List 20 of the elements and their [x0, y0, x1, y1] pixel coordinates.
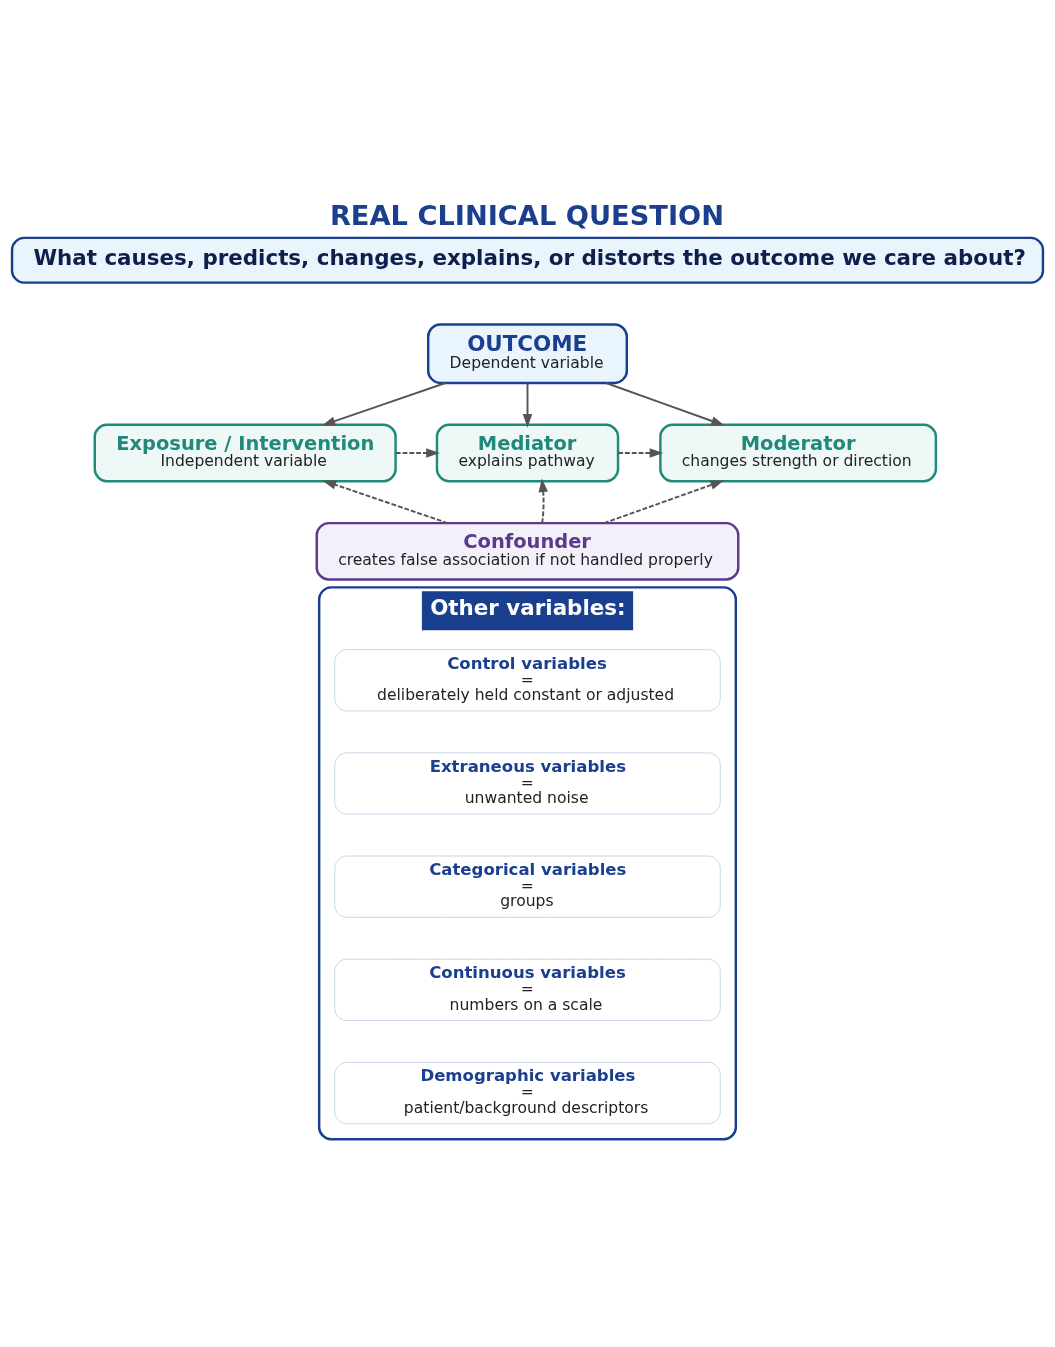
arrow: [605, 382, 725, 426]
arrow: [394, 448, 440, 458]
diagram-title: REAL CLINICAL QUESTION: [329, 199, 725, 231]
node-box: Continuous variables = numbers on a scale: [334, 958, 721, 1022]
node-box: Mediator explains pathway: [435, 423, 620, 483]
arrow: [522, 382, 533, 428]
arrow: [617, 448, 664, 458]
arrow: [321, 382, 447, 426]
node-box: Extraneous variables = unwanted noise: [334, 752, 721, 815]
node-box: Demographic variables = patient/background descriptors: [334, 1061, 721, 1125]
node-box: What causes, predicts, changes, explains, or distorts the outcome we care about?: [10, 236, 1045, 284]
node-box: Moderator changes strength or direction: [659, 423, 938, 483]
node-box: Confounder creates false association if not handled properly: [315, 521, 740, 581]
arrow: [322, 480, 449, 525]
arrow: [603, 480, 725, 525]
node-box: Control variables = deliberately held constant or adjusted: [334, 649, 721, 712]
node-box: Exposure / Intervention Independent variable: [93, 423, 397, 483]
arrow: [538, 478, 549, 524]
node-box: Categorical variables = groups: [334, 855, 721, 918]
node-box: OUTCOME Dependent variable: [427, 323, 628, 385]
